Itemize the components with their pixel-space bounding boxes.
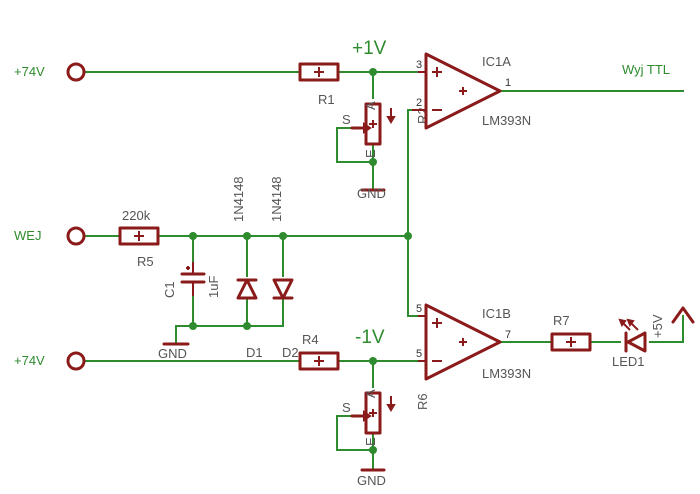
pot-r2-wiper-label: S: [342, 112, 351, 127]
rail-label-pos: +1V: [352, 38, 387, 59]
input-terminal-middle[interactable]: [66, 226, 86, 246]
pot-r6-end-a-label: A: [363, 389, 378, 398]
resistor-r5-value: 220k: [122, 208, 151, 223]
comparator-ic1b[interactable]: [418, 303, 502, 381]
diode-d2-label: D2: [282, 345, 299, 360]
vcc-label: +5V: [650, 314, 665, 338]
led-label: LED1: [612, 354, 645, 369]
pot-r6-wiper-label: S: [342, 400, 351, 415]
diode-d2[interactable]: [272, 278, 294, 300]
input-terminal-bottom[interactable]: [66, 351, 86, 371]
resistor-r1-label: R1: [318, 92, 335, 107]
gnd-label-top: GND: [357, 186, 386, 201]
ic1a-pin-plus: 3: [416, 59, 422, 71]
gnd-label-middle: GND: [158, 346, 187, 361]
potentiometer-r6[interactable]: [350, 391, 396, 435]
input-terminal-top[interactable]: [66, 62, 86, 82]
rail-label-neg: -1V: [355, 327, 385, 348]
junction-dots: [189, 68, 412, 454]
resistor-r1[interactable]: [298, 62, 340, 82]
resistor-r7[interactable]: [550, 332, 592, 352]
pot-r6-label: R6: [415, 393, 430, 410]
gnd-label-bottom: GND: [357, 473, 386, 488]
diode-d1[interactable]: [236, 278, 258, 300]
ic1b-pin-minus: 5: [416, 348, 422, 360]
ic1a-pin-out: 1: [505, 77, 511, 89]
ic1b-ref: IC1B: [482, 306, 511, 321]
diode-d2-part: 1N4148: [269, 176, 284, 222]
pot-r6-end-e-label: E: [363, 437, 378, 446]
input-label-middle: WEJ: [14, 228, 41, 243]
resistor-r4-label: R4: [302, 332, 319, 347]
ic1b-pin-out: 7: [505, 329, 511, 341]
ic1b-pin-plus: 5: [416, 303, 422, 315]
capacitor-c1-value: 1uF: [206, 276, 221, 298]
resistor-r5[interactable]: [118, 226, 160, 246]
resistor-r5-label: R5: [137, 254, 154, 269]
comparator-ic1a[interactable]: [412, 52, 502, 130]
ic1a-ref: IC1A: [482, 54, 511, 69]
input-label-bottom: +74V: [14, 353, 45, 368]
vcc-arrow-icon: [671, 306, 695, 324]
pot-r2-end-e-label: E: [363, 149, 378, 158]
wires: [83, 71, 684, 471]
output-label-ttl: Wyj TTL: [622, 62, 670, 77]
capacitor-c1[interactable]: [180, 262, 206, 296]
diode-d1-label: D1: [246, 345, 263, 360]
resistor-r7-label: R7: [553, 313, 570, 328]
ic1b-type: LM393N: [482, 366, 531, 381]
led-led1[interactable]: [618, 318, 647, 353]
potentiometer-r2[interactable]: [350, 102, 396, 146]
resistor-r4[interactable]: [298, 351, 340, 371]
diode-d1-part: 1N4148: [231, 176, 246, 222]
ic1a-type: LM393N: [482, 113, 531, 128]
ic1a-pin-minus: 2: [416, 97, 422, 109]
pot-r2-end-a-label: A: [363, 101, 378, 110]
capacitor-c1-label: C1: [162, 281, 177, 298]
input-label-top: +74V: [14, 64, 45, 79]
